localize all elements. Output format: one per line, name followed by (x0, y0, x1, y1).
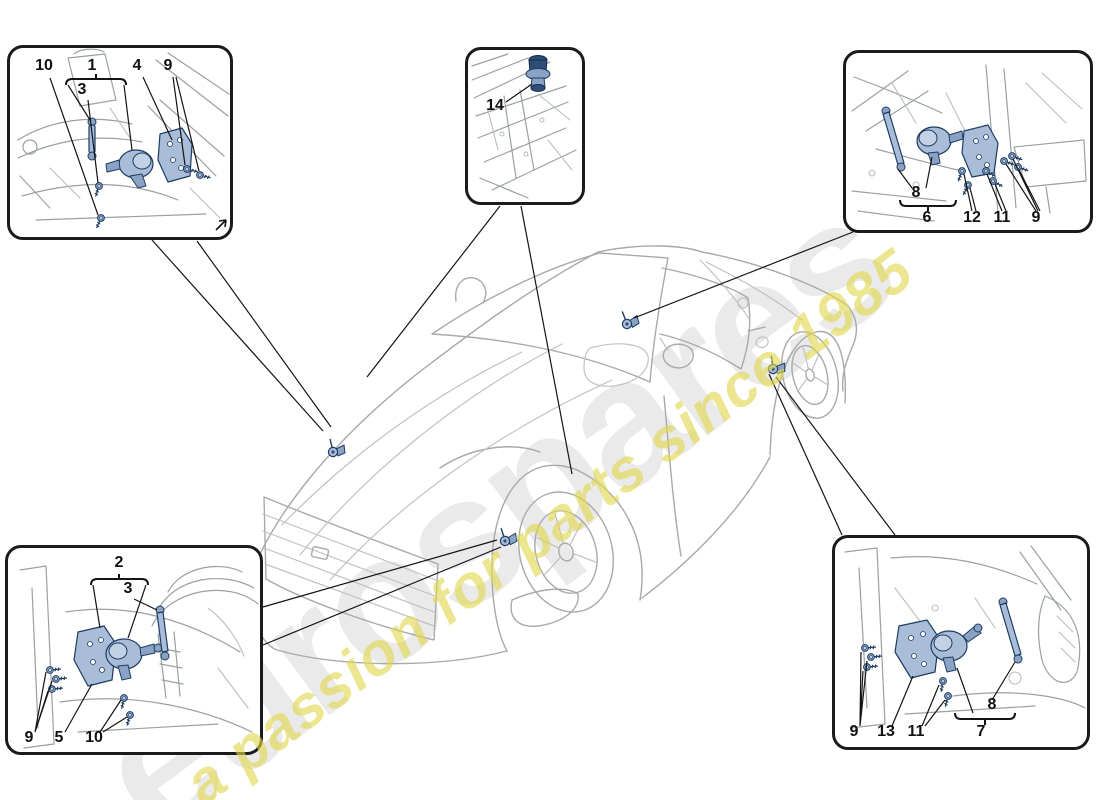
callout-box-front-left (7, 45, 233, 240)
leader-line (633, 231, 854, 319)
callout-art-rear-left (851, 64, 1087, 222)
callout-box-shock-tower (465, 47, 585, 205)
leader-line (151, 239, 324, 432)
callout-box-front-right (5, 545, 263, 755)
callout-box-rear-left (843, 50, 1093, 233)
part-number-label: 5 (54, 729, 64, 746)
part-number-label: 3 (77, 81, 87, 98)
leader-line (775, 376, 896, 536)
leader-line (768, 373, 843, 536)
leader-line (520, 205, 573, 475)
part-number-label: 11 (907, 723, 925, 740)
part-number-label: 1 (87, 57, 97, 74)
part-number-label: 8 (987, 696, 997, 713)
part-number-label: 9 (163, 57, 173, 74)
part-number-label: 7 (976, 723, 986, 740)
callout-art-front-left (17, 48, 230, 231)
part-number-label: 14 (486, 97, 504, 114)
leader-line (196, 240, 332, 428)
part-number-label: 9 (1031, 209, 1041, 226)
part-number-label: 2 (114, 554, 124, 571)
part-number-label: 9 (24, 729, 34, 746)
part-number-label: 10 (85, 729, 103, 746)
part-number-label: 10 (35, 57, 53, 74)
callout-art-rear-right (844, 545, 1086, 729)
leader-line (262, 546, 502, 646)
callout-box-rear-right (832, 535, 1090, 750)
part-number-label: 12 (963, 209, 981, 226)
part-number-label: 4 (132, 57, 142, 74)
part-number-label: 13 (877, 723, 895, 740)
part-number-label: 11 (993, 209, 1011, 226)
callout-art-front-right (19, 565, 259, 749)
leader-line (262, 539, 498, 608)
callout-art-shock-tower (471, 53, 577, 199)
part-number-label: 8 (911, 184, 921, 201)
part-number-label: 6 (922, 209, 932, 226)
part-number-label: 9 (849, 723, 859, 740)
leader-line (366, 205, 501, 378)
part-number-label: 3 (123, 580, 133, 597)
